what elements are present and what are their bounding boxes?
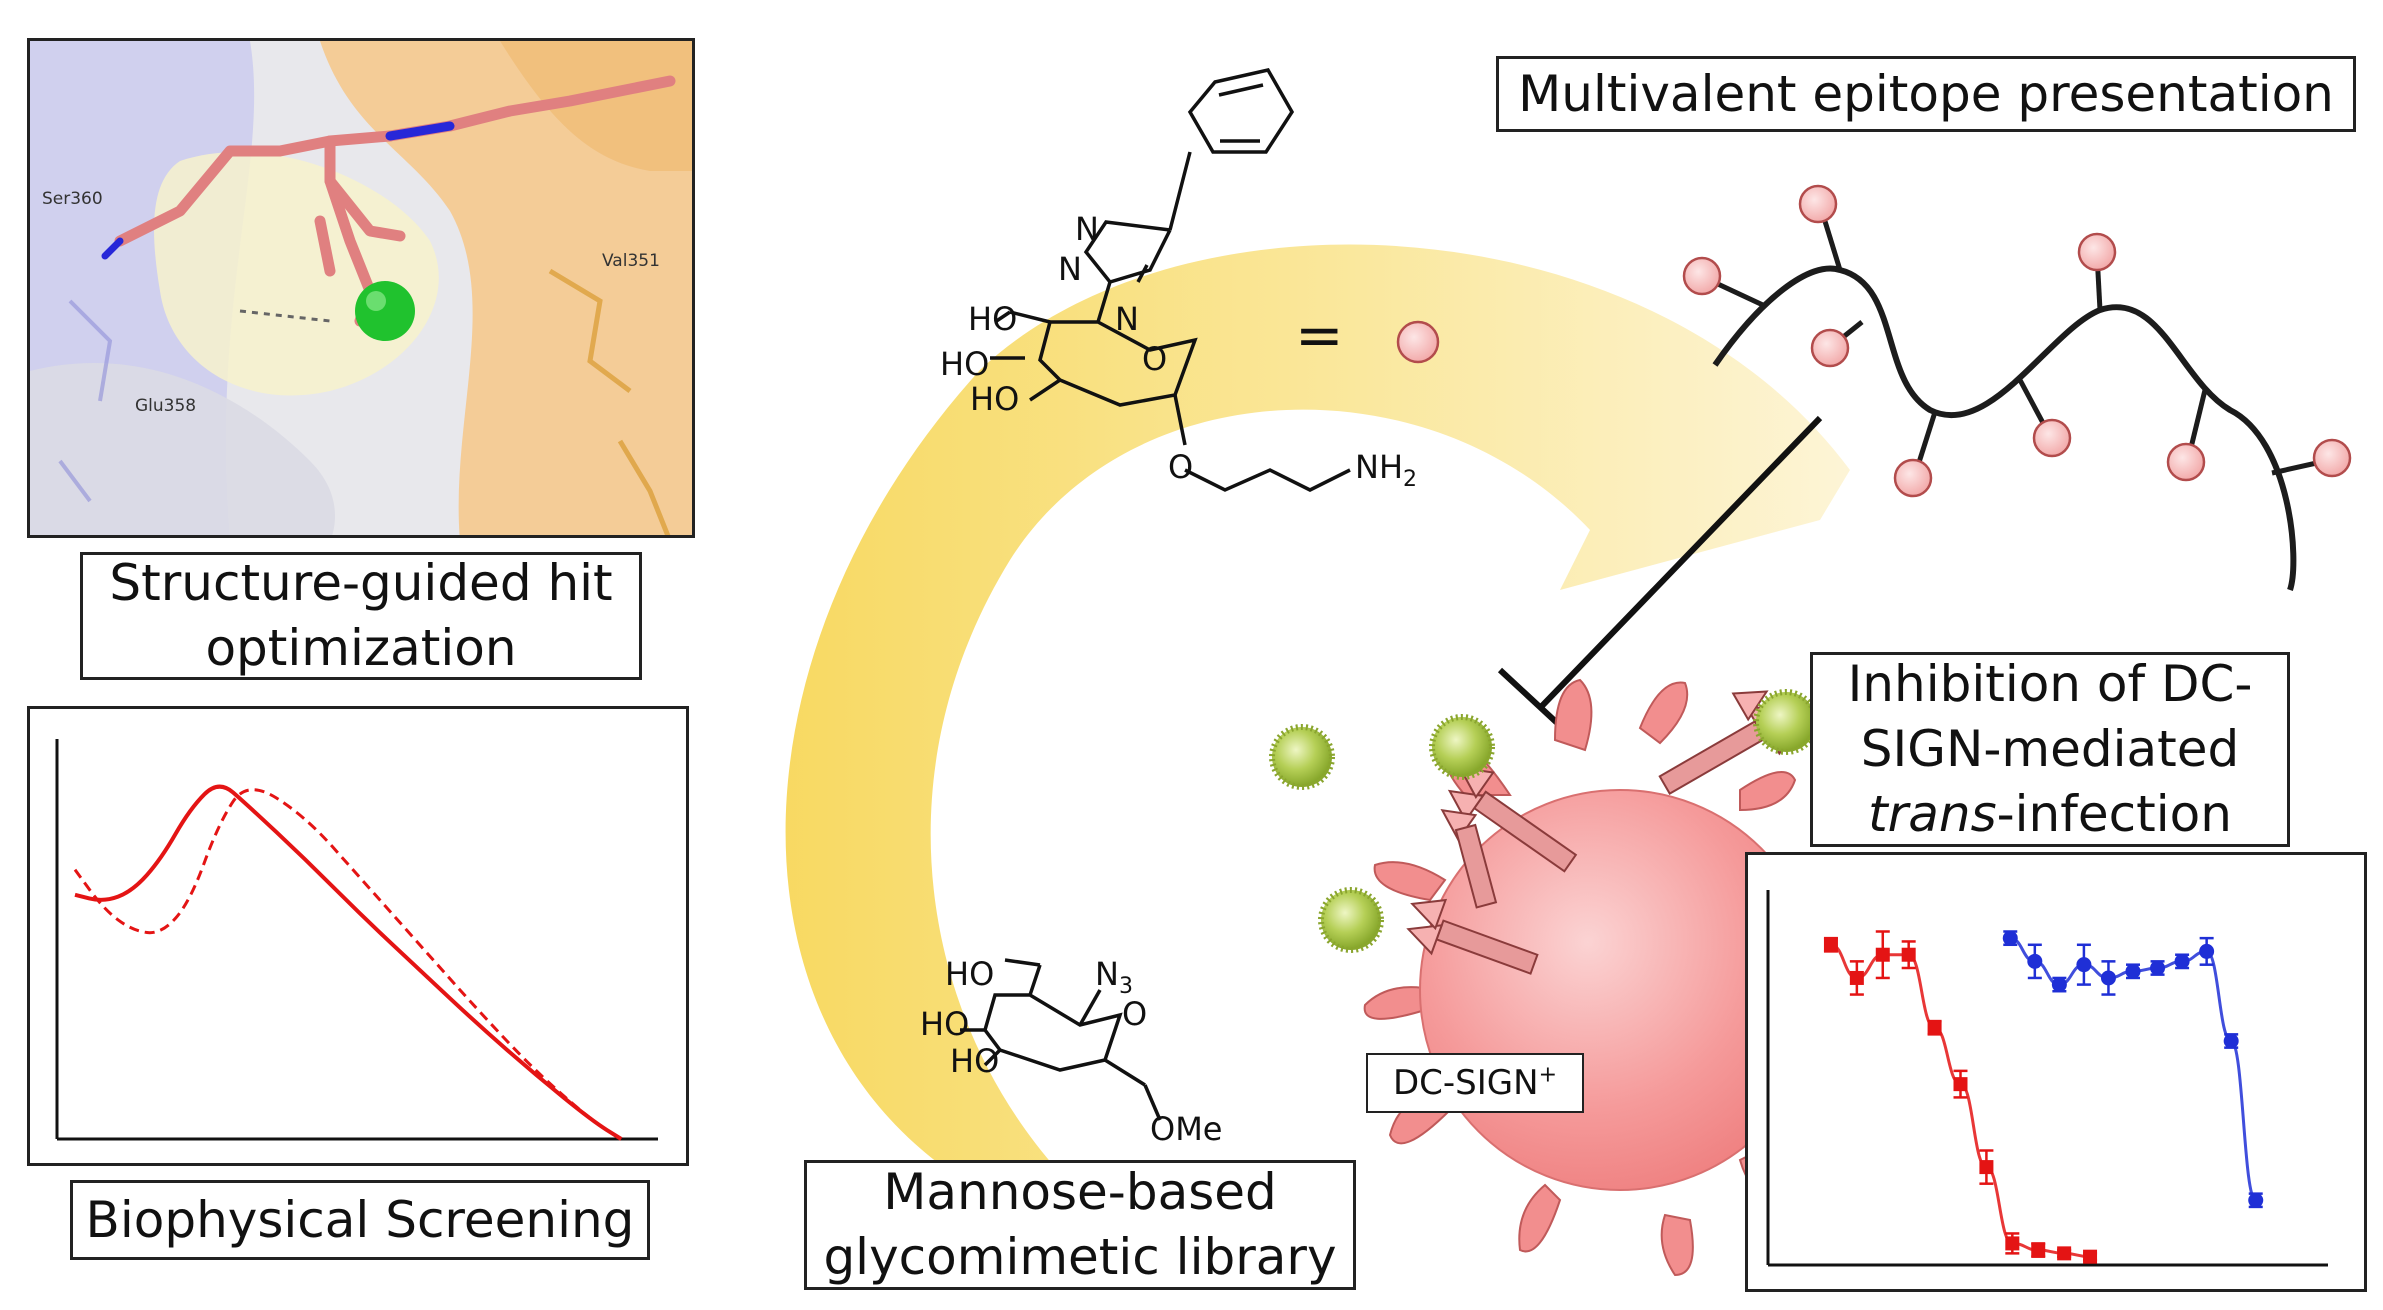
svg-text:=: =: [1295, 301, 1344, 369]
svg-text:HO: HO: [970, 380, 1019, 418]
molecule-azido-labels: HO HO HO N3 O OMe: [920, 955, 1222, 1148]
svg-text:N: N: [1115, 300, 1139, 338]
structure-guided-label: Structure-guided hit optimization: [80, 552, 642, 680]
chart2-point-red: [2005, 1236, 2020, 1251]
cycle-arrow: [785, 244, 1850, 1250]
molecule-azido-mannoside: [960, 958, 1162, 1121]
chart1-series-solid: [74, 784, 623, 1141]
chart2-fit-red: [1830, 943, 2091, 1259]
biophysical-chart-panel: [27, 706, 689, 1166]
chart2-point-blue: [2125, 963, 2141, 979]
molecule-triazole-labels: N N N HO HO HO O O NH2 =: [940, 210, 1417, 492]
svg-text:HO: HO: [920, 1005, 969, 1043]
svg-text:HO: HO: [945, 955, 994, 993]
chart2-point-red: [2031, 1243, 2046, 1258]
chart2-point-blue: [2027, 953, 2043, 969]
svg-text:HO: HO: [968, 300, 1017, 338]
multivalent-label: Multivalent epitope presentation: [1496, 56, 2356, 132]
mannose-library-line2: glycomimetic library: [823, 1228, 1337, 1286]
svg-text:O: O: [1168, 448, 1193, 486]
inhibition-line1: Inhibition of DC-: [1847, 655, 2253, 713]
molecule-triazole-mannoside: [990, 68, 1351, 492]
mannose-library-label: Mannose-based glycomimetic library: [804, 1160, 1356, 1290]
svg-text:O: O: [1122, 995, 1147, 1033]
mannose-library-line1: Mannose-based: [883, 1163, 1277, 1221]
chart2-point-red: [1927, 1020, 1942, 1035]
chart1-series-dashed: [73, 788, 623, 1141]
svg-text:NH2: NH2: [1355, 448, 1417, 492]
inhibition-line2: SIGN-mediated: [1860, 720, 2240, 778]
svg-text:O: O: [1142, 340, 1167, 378]
residue-label-ser360: Ser360: [42, 189, 103, 209]
inhibition-label: Inhibition of DC- SIGN-mediated trans-in…: [1810, 652, 2290, 847]
chart2-point-blue: [2100, 970, 2116, 986]
residue-label-val351: Val351: [602, 251, 660, 271]
polymer-beads: [1682, 184, 2352, 498]
chart2-point-blue: [2174, 953, 2190, 969]
chart2-point-red: [1849, 970, 1864, 985]
trans-infection-chart-panel: [1745, 852, 2367, 1292]
chart2-point-blue: [2223, 1033, 2239, 1049]
chart2-point-red: [2083, 1249, 2098, 1264]
chart2-point-red: [2057, 1246, 2072, 1261]
protein-structure-panel: Ser360 Val351 Glu358: [27, 38, 695, 538]
protein-structure-image: [30, 41, 692, 535]
svg-text:HO: HO: [940, 345, 989, 383]
chart2-point-red: [1979, 1160, 1994, 1175]
chart2-point-blue: [2248, 1192, 2264, 1208]
svg-text:N3: N3: [1095, 955, 1133, 999]
structure-guided-line2: optimization: [205, 619, 517, 677]
svg-text:OMe: OMe: [1150, 1110, 1222, 1148]
inhibition-line3: trans-infection: [1868, 785, 2232, 843]
chart2-point-blue: [2199, 943, 2215, 959]
chart2-point-blue: [2076, 957, 2092, 973]
chart2-point-red: [1875, 947, 1890, 962]
chart2-point-red: [1901, 947, 1916, 962]
chart2-point-blue: [2002, 930, 2018, 946]
viruses: [1269, 689, 1819, 953]
svg-text:N: N: [1075, 210, 1099, 248]
chart2-point-blue: [2150, 960, 2166, 976]
polymer-backbone: [1712, 265, 2297, 591]
chart2-point-red: [1823, 937, 1838, 952]
glycomimetic-bead-icon: [1396, 320, 1440, 364]
chart2-point-blue: [2051, 977, 2067, 993]
structure-guided-line1: Structure-guided hit: [109, 554, 613, 612]
biophysical-screening-label: Biophysical Screening: [70, 1180, 650, 1260]
dc-sign-label: DC-SIGN+: [1366, 1053, 1584, 1113]
svg-text:N: N: [1058, 250, 1082, 288]
residue-label-glu358: Glu358: [135, 396, 197, 416]
biophysical-chart: [55, 739, 658, 1141]
chart2-point-red: [1953, 1077, 1968, 1092]
trans-infection-chart: [1766, 890, 2328, 1267]
svg-text:HO: HO: [950, 1042, 999, 1080]
